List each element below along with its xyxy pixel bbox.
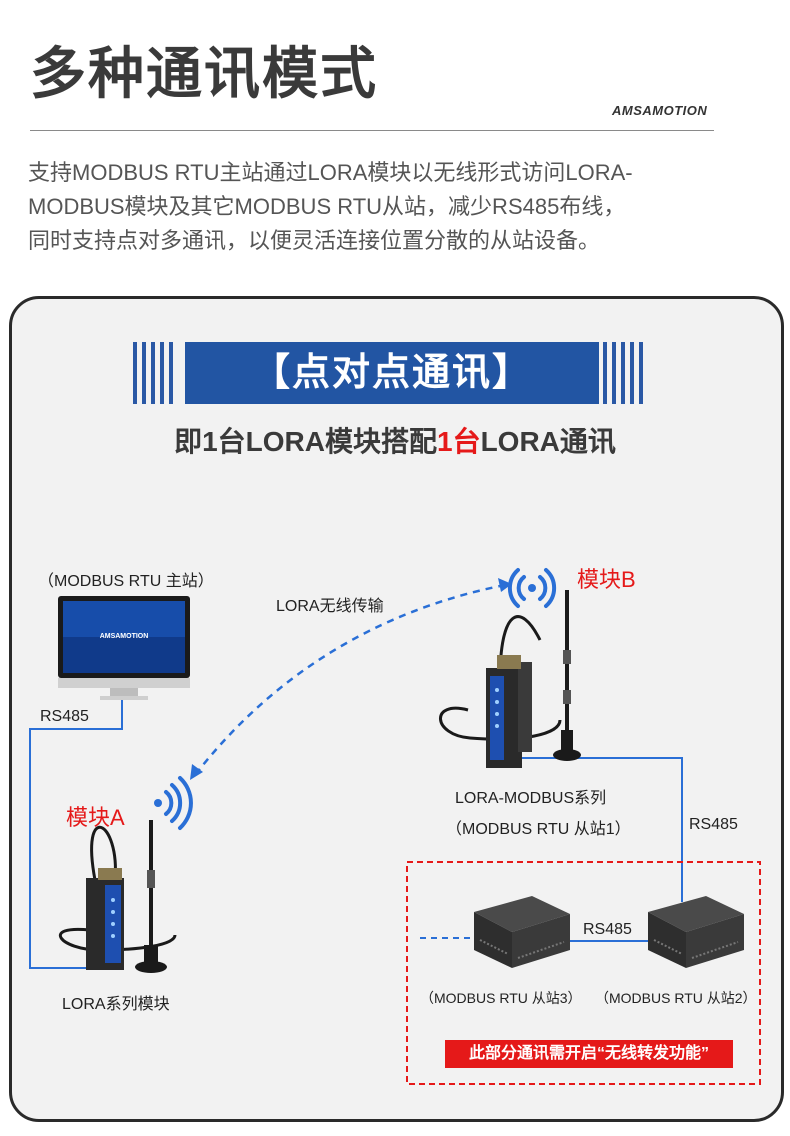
wireless-forward-warning: 此部分通讯需开启“无线转发功能” [445, 1040, 733, 1068]
module-b-label: 模块B [577, 567, 636, 592]
lora-wireless-label: LORA无线传输 [276, 598, 384, 615]
wireless-arrow-head-a [190, 764, 203, 780]
lora-device-icon [58, 820, 177, 973]
brand-logo: AMSAMOTION [612, 103, 708, 118]
rs485-slave1-label: RS485 [689, 816, 738, 833]
master-station-label: （MODBUS RTU 主站） [38, 573, 214, 590]
slave2-label: （MODBUS RTU 从站2） [595, 990, 757, 1006]
plc-slave2-icon [648, 896, 744, 968]
lora-series-label: LORA系列模块 [62, 996, 170, 1013]
monitor-icon [58, 596, 190, 700]
rs485-between-label: RS485 [583, 921, 632, 938]
diagram-panel [9, 296, 784, 1122]
subtitle-highlight: 1台 [437, 426, 481, 457]
wifi-icon-a [154, 776, 193, 830]
banner-stripes-left [133, 342, 185, 404]
page-title: 多种通讯模式 [30, 42, 378, 105]
description: 支持MODBUS RTU主站通过LORA模块以无线形式访问LORA- MODBU… [28, 156, 738, 258]
header-divider [30, 130, 714, 131]
wireless-forward-region [406, 861, 761, 1085]
lora-modbus-series-label: LORA-MODBUS系列 [455, 790, 607, 807]
subtitle-suffix: LORA通讯 [480, 426, 616, 457]
description-line-3: 同时支持点对多通讯，以便灵活连接位置分散的从站设备。 [28, 228, 601, 253]
module-a-label: 模块A [66, 805, 125, 830]
monitor-logo-text: AMSAMOTION [100, 633, 149, 640]
plc-slave3-icon [474, 896, 570, 968]
subtitle-prefix: 即1台LORA模块搭配 [174, 426, 437, 457]
rs485-master-label: RS485 [40, 708, 89, 725]
banner: 【点对点通讯】 [133, 342, 651, 404]
wireless-arrow-head-b [498, 578, 512, 592]
slave3-label: （MODBUS RTU 从站3） [420, 990, 582, 1006]
lora-modbus-device-icon [439, 590, 581, 768]
description-line-1: 支持MODBUS RTU主站通过LORA模块以无线形式访问LORA- [28, 160, 633, 185]
banner-title: 【点对点通讯】 [185, 342, 599, 404]
slave1-label: （MODBUS RTU 从站1） [446, 821, 631, 838]
banner-subtitle: 即1台LORA模块搭配1台LORA通讯 [0, 420, 790, 460]
wifi-icon-b [507, 568, 557, 608]
description-line-2: MODBUS模块及其它MODBUS RTU从站，减少RS485布线， [28, 194, 626, 219]
rs485-master-wire [29, 694, 123, 969]
banner-stripes-right [603, 342, 655, 404]
